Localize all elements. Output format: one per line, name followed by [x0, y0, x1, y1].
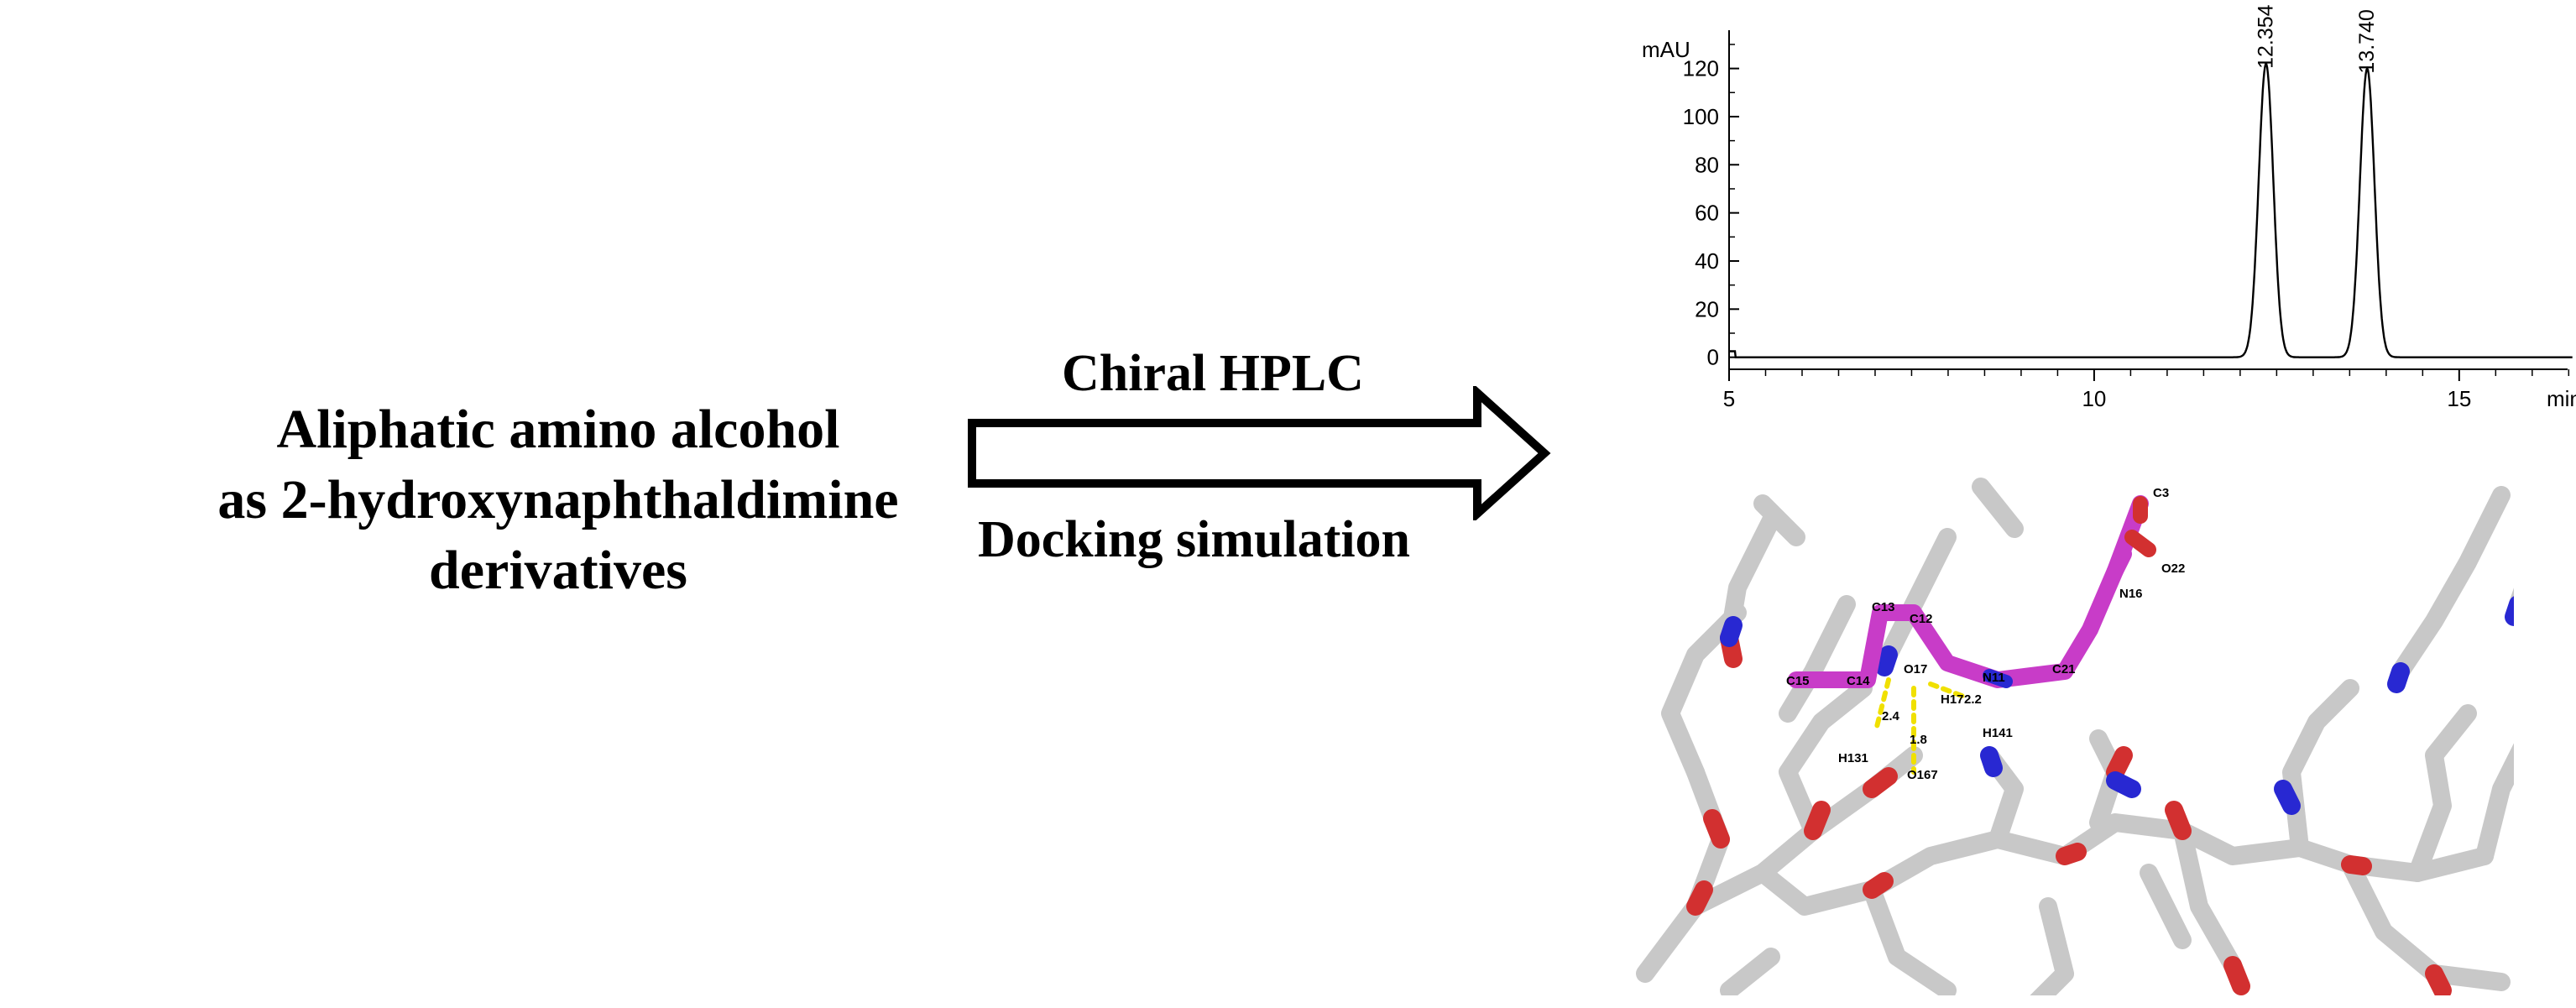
y-tick-label: 0 — [1707, 345, 1719, 370]
y-ticks: 0 20 40 60 80 100 120 — [1683, 44, 1739, 370]
y-tick-label: 120 — [1683, 56, 1719, 81]
x-axis-label: min — [2547, 386, 2576, 411]
atom-label: C12 — [1910, 612, 1933, 626]
x-tick-label: 15 — [2447, 386, 2471, 411]
y-tick-label: 100 — [1683, 104, 1719, 129]
y-tick-label: 80 — [1695, 152, 1719, 177]
y-tick-label: 20 — [1695, 296, 1719, 321]
chart-axes — [1728, 30, 2568, 370]
atom-label: C3 — [2153, 486, 2169, 500]
x-tick-label: 10 — [2082, 386, 2106, 411]
atom-label: O17 — [1904, 662, 1927, 676]
atom-label: C13 — [1872, 600, 1895, 614]
atom-label: C14 — [1847, 674, 1870, 688]
peak-label: 12.354 — [2255, 4, 2278, 69]
atom-label: 2.2 — [1964, 692, 1982, 707]
description-line-3: derivatives — [429, 540, 687, 601]
atom-label: C15 — [1786, 674, 1810, 688]
description-line-1: Aliphatic amino alcohol — [276, 399, 840, 460]
compound-description: Aliphatic amino alcohol as 2-hydroxynaph… — [134, 394, 982, 606]
arrow-label-bottom: Docking simulation — [978, 511, 1411, 568]
atom-label: 1.8 — [1910, 733, 1927, 747]
hydrogen-bonds — [1873, 677, 1967, 775]
atom-label: H131 — [1838, 751, 1868, 765]
atom-label: O167 — [1907, 768, 1938, 782]
arrow-label-top: Chiral HPLC — [1062, 345, 1364, 402]
ligand-molecule — [1788, 495, 2149, 688]
y-axis-label: mAU — [1642, 37, 1690, 62]
oxygen-atoms — [1686, 629, 2452, 995]
atom-label: H17 — [1941, 692, 1964, 707]
atom-label: N11 — [1983, 671, 2005, 685]
x-tick-label: 5 — [1723, 386, 1735, 411]
atom-label: O22 — [2161, 561, 2185, 576]
atom-label: H141 — [1983, 726, 2013, 740]
hplc-chromatogram: 0 20 40 60 80 100 120 5 10 15 12.354 13.740 mAU m… — [1642, 4, 2576, 411]
arrow-shape — [968, 386, 1551, 520]
ligand-nitrogen — [1983, 669, 2013, 688]
process-arrow — [968, 386, 1551, 520]
peak-labels: 12.354 13.740 — [2255, 4, 2380, 73]
y-tick-label: 40 — [1695, 248, 1719, 274]
atom-label: 2.4 — [1882, 709, 1900, 723]
nitrogen-atoms — [1720, 596, 2514, 815]
peak-label: 13.740 — [2355, 9, 2379, 73]
y-tick-label: 60 — [1695, 201, 1719, 226]
atom-label: C21 — [2052, 662, 2076, 676]
chromatogram-trace — [1729, 62, 2573, 358]
ligand-oxygen — [2124, 496, 2156, 557]
atom-label: N16 — [2119, 587, 2143, 601]
description-line-2: as 2-hydroxynaphthaldimine — [217, 469, 899, 530]
x-ticks: 5 10 15 — [1723, 369, 2570, 411]
host-molecule — [1636, 478, 2514, 995]
